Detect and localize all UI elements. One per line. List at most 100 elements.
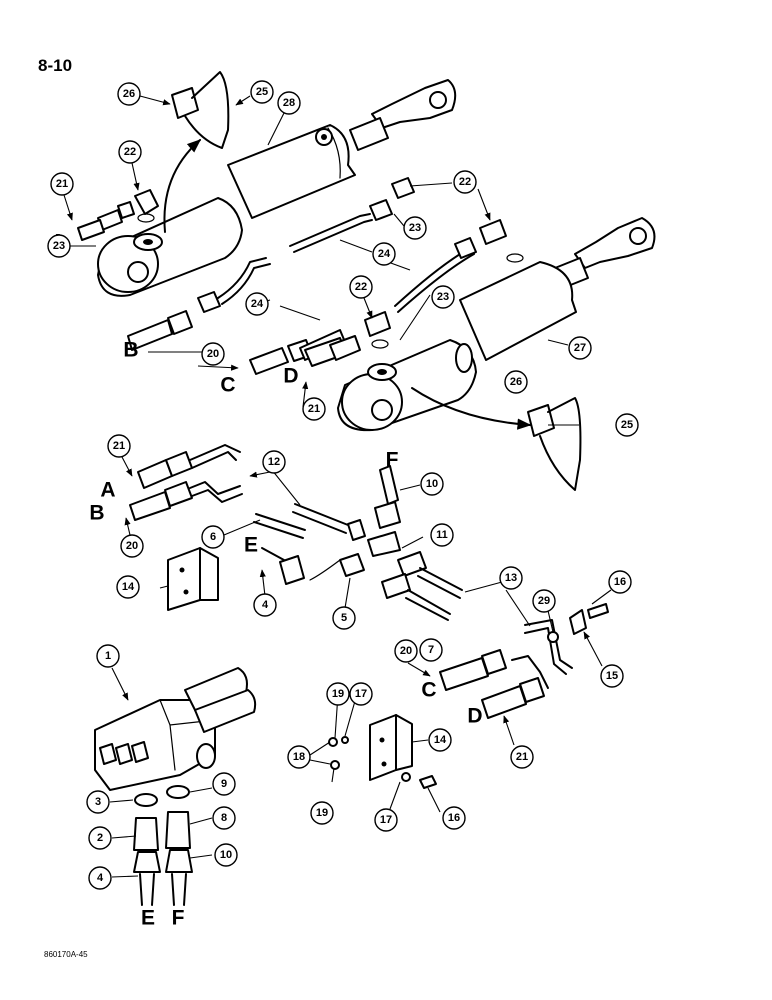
- svg-text:17: 17: [355, 688, 367, 700]
- port-label-c-upper: C: [220, 374, 235, 397]
- callout-21-a: 21: [50, 172, 74, 196]
- svg-text:6: 6: [210, 531, 216, 543]
- svg-text:26: 26: [123, 88, 135, 100]
- callout-7: 7: [419, 638, 443, 662]
- svg-text:26: 26: [510, 376, 522, 388]
- port-label-b-mid: B: [89, 502, 104, 525]
- port-labels: A B C D A B F E C D E F: [50, 231, 482, 930]
- callout-3: 3: [86, 790, 110, 814]
- valve-fittings: [133, 785, 193, 906]
- control-valve: [94, 667, 257, 791]
- callout-22-a: 22: [118, 140, 142, 164]
- svg-text:21: 21: [113, 440, 125, 452]
- svg-text:4: 4: [97, 872, 104, 884]
- upper-fittings: [77, 177, 524, 313]
- callout-28: 28: [277, 91, 301, 115]
- svg-text:14: 14: [122, 581, 135, 593]
- callout-11: 11: [430, 523, 454, 547]
- leader-lines: [63, 95, 612, 878]
- svg-text:19: 19: [332, 688, 344, 700]
- lower-fittings-cluster: [127, 257, 391, 375]
- callout-26-b: 26: [504, 370, 528, 394]
- svg-text:25: 25: [256, 86, 268, 98]
- hose-clip-lower: [411, 387, 582, 491]
- callout-1: 1: [96, 644, 120, 668]
- port-label-c-lower: C: [421, 679, 436, 702]
- port-label-f-valve: F: [172, 907, 185, 930]
- svg-text:11: 11: [436, 529, 448, 541]
- svg-text:19: 19: [316, 807, 328, 819]
- svg-text:21: 21: [56, 178, 68, 190]
- svg-text:23: 23: [409, 222, 421, 234]
- svg-text:29: 29: [538, 595, 550, 607]
- port-label-a-mid: A: [100, 479, 115, 502]
- svg-text:25: 25: [621, 419, 633, 431]
- svg-text:28: 28: [283, 97, 295, 109]
- callout-4-b: 4: [88, 866, 112, 890]
- svg-text:22: 22: [124, 146, 136, 158]
- barrel-upper-rear: [227, 124, 356, 219]
- cylinder-lower: [337, 217, 656, 432]
- callout-17-b: 17: [374, 808, 398, 832]
- callout-2: 2: [88, 826, 112, 850]
- svg-text:23: 23: [53, 240, 65, 252]
- callout-27: 27: [568, 336, 592, 360]
- svg-text:22: 22: [459, 176, 471, 188]
- svg-text:24: 24: [251, 298, 264, 310]
- callout-15: 15: [600, 664, 624, 688]
- callout-19-a: 19: [326, 682, 350, 706]
- svg-text:27: 27: [574, 342, 586, 354]
- svg-text:23: 23: [437, 291, 449, 303]
- hose-clip-upper: [163, 71, 230, 233]
- svg-text:16: 16: [448, 812, 460, 824]
- callout-16-b: 16: [442, 806, 466, 830]
- right-tube-assembly: [439, 603, 609, 719]
- callout-25-b: 25: [615, 413, 639, 437]
- callout-14-a: 14: [116, 575, 140, 599]
- callout-23-a: 23: [47, 234, 71, 258]
- svg-text:24: 24: [378, 248, 391, 260]
- callout-10-a: 10: [420, 472, 444, 496]
- svg-text:10: 10: [220, 849, 232, 861]
- callout-21-c: 21: [107, 434, 131, 458]
- callout-16-a: 16: [608, 570, 632, 594]
- callout-5: 5: [332, 606, 356, 630]
- middle-tube-assembly: [129, 444, 463, 621]
- svg-text:20: 20: [126, 540, 138, 552]
- svg-text:5: 5: [341, 612, 347, 624]
- svg-text:21: 21: [516, 751, 528, 763]
- callout-19-b: 19: [310, 801, 334, 825]
- cylinder-upper: [97, 79, 457, 297]
- figure-code: 860170A-45: [44, 950, 88, 959]
- callout-13: 13: [499, 566, 523, 590]
- svg-text:17: 17: [380, 814, 392, 826]
- callout-6: 6: [201, 525, 225, 549]
- callout-12: 12: [262, 450, 286, 474]
- svg-text:21: 21: [308, 403, 320, 415]
- svg-text:4: 4: [262, 599, 269, 611]
- svg-text:18: 18: [293, 751, 305, 763]
- svg-text:12: 12: [268, 456, 280, 468]
- callouts: 21 22 23 26 25 28 22 23 24 24 22 23 27 2…: [47, 80, 639, 890]
- barrel-lower-rear: [459, 261, 577, 361]
- callout-26-a: 26: [117, 82, 141, 106]
- callout-24-a: 24: [372, 242, 396, 266]
- callout-10-b: 10: [214, 843, 238, 867]
- callout-17-a: 17: [349, 682, 373, 706]
- rod-upper: [349, 117, 389, 151]
- callout-25-a: 25: [250, 80, 274, 104]
- callout-22-c: 22: [349, 275, 373, 299]
- callout-14-b: 14: [428, 728, 452, 752]
- svg-text:20: 20: [207, 348, 219, 360]
- callout-18: 18: [287, 745, 311, 769]
- bracket-upper: [167, 547, 219, 611]
- svg-text:13: 13: [505, 572, 517, 584]
- callout-22-b: 22: [453, 170, 477, 194]
- port-label-e-valve: E: [141, 907, 155, 930]
- svg-text:14: 14: [434, 734, 447, 746]
- svg-text:20: 20: [400, 645, 412, 657]
- port-label-b-upper: B: [123, 339, 138, 362]
- callout-4-a: 4: [253, 593, 277, 617]
- svg-text:3: 3: [95, 796, 101, 808]
- svg-text:9: 9: [221, 778, 227, 790]
